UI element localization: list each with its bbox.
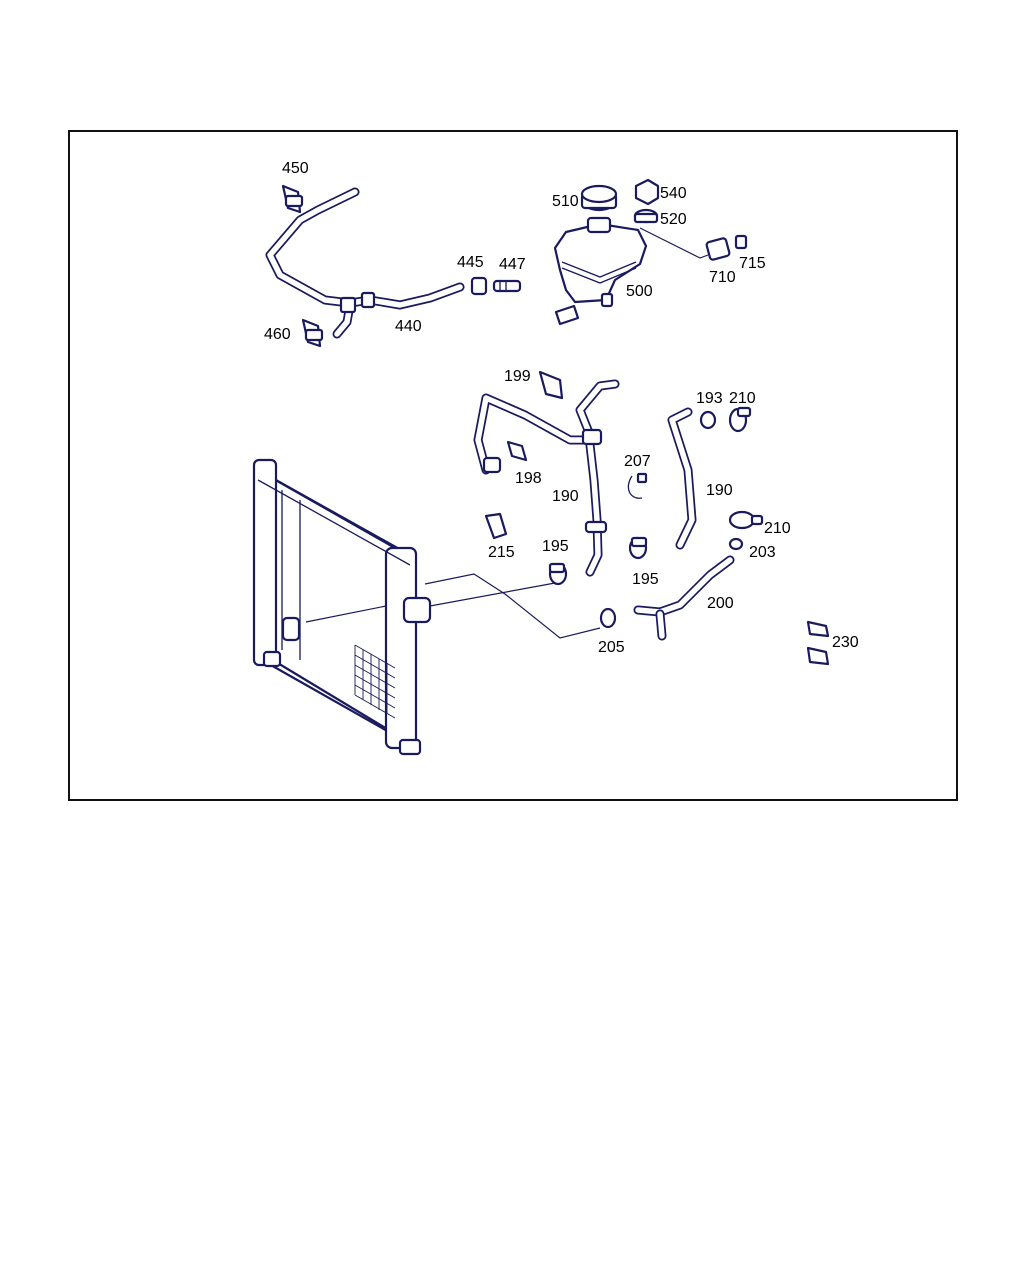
clip-199 (538, 370, 564, 400)
cap-510 (580, 184, 618, 212)
callout-200: 200 (707, 595, 734, 612)
leader-lines (305, 227, 709, 639)
callout-230: 230 (832, 634, 859, 651)
callout-447: 447 (499, 256, 526, 273)
clamp-195-right (628, 536, 648, 560)
expansion-tank-500 (553, 216, 648, 326)
ring-203 (728, 537, 744, 551)
clip-460 (301, 318, 324, 348)
connector-715 (734, 234, 748, 250)
callout-205: 205 (598, 639, 625, 656)
hose-190-right (667, 407, 697, 550)
clip-450 (281, 184, 304, 214)
ring-193 (699, 410, 717, 430)
cap-540 (634, 178, 660, 206)
callout-460: 460 (264, 326, 291, 343)
callout-190-left: 190 (552, 488, 579, 505)
callout-195-right: 195 (632, 571, 659, 588)
callout-710: 710 (709, 269, 736, 286)
clamp-205 (599, 607, 617, 629)
callout-500: 500 (626, 283, 653, 300)
connector-445 (470, 276, 488, 296)
sensor-710 (705, 237, 731, 261)
callout-445: 445 (457, 254, 484, 271)
seal-520 (633, 208, 659, 224)
callout-199: 199 (504, 368, 531, 385)
clamp-210-lower (728, 510, 764, 530)
callout-215: 215 (488, 544, 515, 561)
callout-210-upper: 210 (729, 390, 756, 407)
callout-715: 715 (739, 255, 766, 272)
diagram-frame (68, 130, 958, 801)
callout-540: 540 (660, 185, 687, 202)
clip-215 (484, 512, 508, 540)
callout-labels: 450 460 440 445 447 510 540 520 715 710 … (264, 160, 859, 656)
callout-450: 450 (282, 160, 309, 177)
callout-195-left: 195 (542, 538, 569, 555)
callout-520: 520 (660, 211, 687, 228)
callout-207: 207 (624, 453, 651, 470)
hose-200 (633, 555, 735, 641)
clamp-195-left (548, 562, 568, 586)
callout-510: 510 (552, 193, 579, 210)
callout-193: 193 (696, 390, 723, 407)
clips-230 (806, 620, 830, 666)
connector-447 (492, 279, 522, 293)
clip-207 (627, 472, 648, 499)
hose-440-assembly (265, 187, 465, 339)
callout-203: 203 (749, 544, 776, 561)
hose-190-left (473, 379, 620, 577)
callout-210-lower: 210 (764, 520, 791, 537)
callout-440: 440 (395, 318, 422, 335)
callout-190-right: 190 (706, 482, 733, 499)
radiator (252, 458, 432, 756)
clip-198 (506, 440, 528, 462)
clamp-210-upper (728, 406, 752, 433)
callout-198: 198 (515, 470, 542, 487)
radiator-mesh (354, 644, 396, 719)
